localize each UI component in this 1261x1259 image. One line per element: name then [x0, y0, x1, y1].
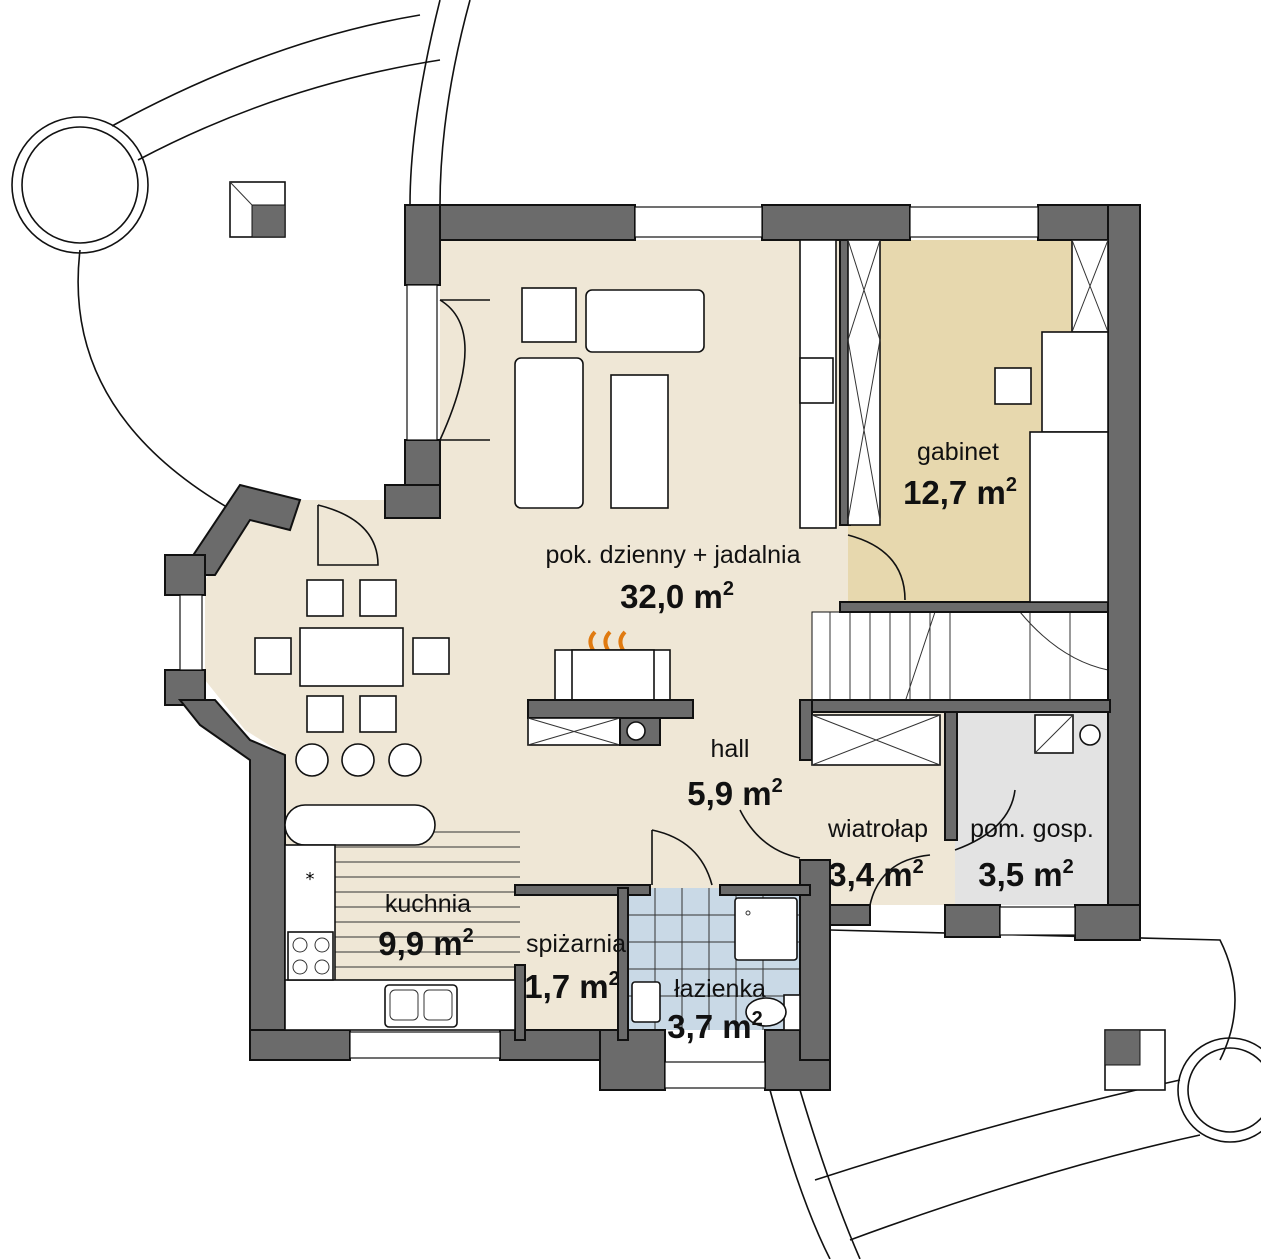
svg-text:gabinet: gabinet [917, 438, 999, 466]
svg-text:wiatrołap: wiatrołap [827, 815, 928, 843]
svg-text:32,0 m2: 32,0 m2 [620, 578, 734, 615]
svg-text:3,4 m2: 3,4 m2 [828, 856, 924, 893]
room-labels: pok. dzienny + jadalnia 32,0 m2 gabinet … [378, 438, 1094, 1045]
svg-text:9,9 m2: 9,9 m2 [378, 925, 474, 962]
windows [179, 206, 1076, 1089]
svg-text:kuchnia: kuchnia [385, 890, 471, 918]
room-living-dining: pok. dzienny + jadalnia 32,0 m2 [545, 541, 800, 615]
room-vestibule: wiatrołap 3,4 m2 [827, 815, 928, 893]
room-hall: hall 5,9 m2 [687, 735, 783, 812]
svg-text:pok. dzienny + jadalnia: pok. dzienny + jadalnia [545, 541, 800, 569]
washbasin-icon [631, 981, 661, 1023]
walls [164, 204, 1141, 1091]
pantry-floor [522, 895, 618, 1030]
svg-text:hall: hall [711, 735, 750, 763]
svg-text:pom. gosp.: pom. gosp. [970, 815, 1094, 843]
furniture: * [254, 239, 1109, 1031]
room-bathroom: łazienka 3,7 m2 [667, 975, 766, 1045]
fireplace-flame-icon [588, 630, 627, 652]
room-study: gabinet 12,7 m2 [903, 438, 1017, 511]
svg-text:spiżarnia: spiżarnia [526, 930, 626, 958]
svg-text:łazienka: łazienka [674, 975, 766, 1003]
svg-text:3,5 m2: 3,5 m2 [978, 856, 1074, 893]
svg-text:*: * [306, 869, 315, 890]
kitchen-floor-stripes [335, 820, 520, 980]
chimney-icon [527, 699, 694, 746]
sink-icon [384, 984, 458, 1028]
svg-text:5,9 m2: 5,9 m2 [687, 775, 783, 812]
terrace-top-left [11, 0, 471, 521]
toilet-icon [745, 994, 801, 1031]
stove-icon [287, 931, 334, 981]
utility-floor [955, 712, 1108, 905]
shower-icon [734, 897, 798, 961]
terrace-bottom-right [769, 929, 1261, 1259]
svg-text:12,7 m2: 12,7 m2 [903, 474, 1017, 511]
svg-text:3,7 m2: 3,7 m2 [667, 1008, 763, 1045]
stairs [811, 611, 1109, 703]
room-pantry: spiżarnia 1,7 m2 [524, 930, 626, 1005]
room-utility: pom. gosp. 3,5 m2 [970, 815, 1094, 893]
room-kitchen: kuchnia 9,9 m2 [378, 890, 474, 962]
svg-text:1,7 m2: 1,7 m2 [524, 968, 620, 1005]
